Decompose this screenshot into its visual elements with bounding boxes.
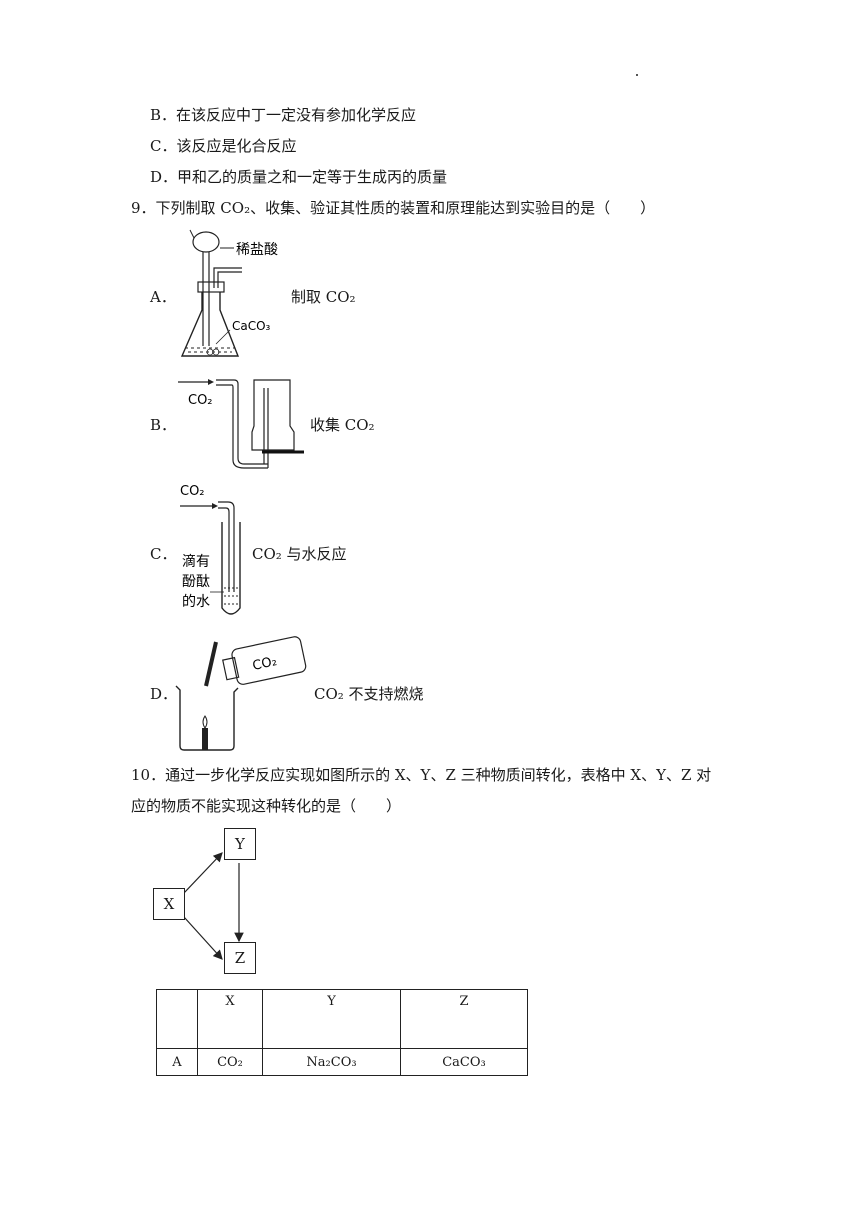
q9-option-d-letter[interactable]: D． [150,685,178,703]
label-dilute-hcl: 稀盐酸 [236,242,278,258]
q9-figure-d-beaker: CO₂ [175,636,307,751]
q8-option-b[interactable]: B．在该反应中丁一定没有参加化学反应 [150,106,417,124]
label-co2-b: CO₂ [188,393,213,408]
diagram-node-z: Z [224,942,256,974]
label-didyou: 滴有 [182,553,210,570]
table-header-y: Y [262,989,401,1049]
label-co2-d: CO₂ [251,654,278,674]
q9-figure-b-collection: CO₂ [178,379,304,469]
q9-figure-c-test-tube: CO₂ 滴有 酚酞 的水 [180,484,241,615]
q9-option-b-letter[interactable]: B． [150,416,177,434]
label-co2-c: CO₂ [180,484,205,499]
q9-option-b-caption: 收集 CO₂ [310,416,375,434]
table-row: A CO₂ Na₂CO₃ CaCO₃ [156,1048,528,1076]
q8-option-c[interactable]: C．该反应是化合反应 [150,137,297,155]
page-mark-dot [636,74,638,76]
table-cell-y: Na₂CO₃ [262,1048,401,1076]
q9-stem: 9．下列制取 CO₂、收集、验证其性质的装置和原理能达到实验目的是（ ） [131,199,656,217]
q9-option-c-letter[interactable]: C． [150,545,177,563]
table-cell-x: CO₂ [197,1048,263,1076]
q9-option-c-caption: CO₂ 与水反应 [252,545,347,563]
label-water: 的水 [182,594,210,610]
q10-stem-line1: 10．通过一步化学反应实现如图所示的 X、Y、Z 三种物质间转化，表格中 X、Y… [131,766,712,784]
table-header-x: X [197,989,263,1049]
q10-table: X Y Z A CO₂ Na₂CO₃ CaCO₃ [156,989,528,1076]
q9-option-d-caption: CO₂ 不支持燃烧 [314,685,424,703]
label-phenolphthalein: 酚酞 [182,574,210,590]
diagram-node-x: X [153,888,185,920]
q9-option-a-caption: 制取 CO₂ [291,288,356,306]
q10-stem-line2: 应的物质不能实现这种转化的是（ ） [131,797,402,815]
label-caco3: CaCO₃ [232,319,271,333]
table-header-row: X Y Z [156,989,528,1049]
q8-option-d[interactable]: D．甲和乙的质量之和一定等于生成丙的质量 [150,168,448,186]
table-header-blank [156,989,198,1049]
diagram-node-y: Y [224,828,256,860]
table-header-z: Z [400,989,528,1049]
table-cell-label: A [156,1048,198,1076]
table-cell-z: CaCO₃ [400,1048,528,1076]
q9-figure-a-flask: 稀盐酸 CaCO₃ [180,229,278,357]
q9-option-a-letter[interactable]: A． [150,288,176,306]
q10-arrow-diagram [183,852,244,960]
